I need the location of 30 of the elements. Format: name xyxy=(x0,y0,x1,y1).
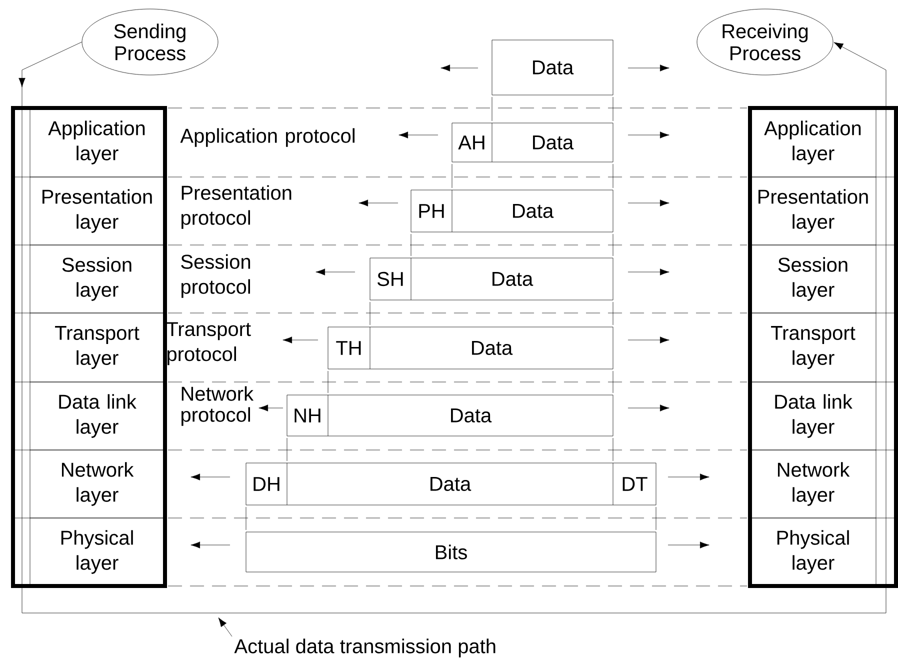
layer-cell: Session layer xyxy=(30,244,166,314)
leader-line xyxy=(218,618,232,637)
layer-cell: Transport layer xyxy=(750,312,876,382)
packet-box: TH Data xyxy=(328,326,614,370)
protocol-label: Application protocol xyxy=(180,128,354,147)
packet-box: AH Data xyxy=(452,122,614,162)
protocol-label: Session protocol xyxy=(181,254,250,298)
packet-box: DH Data DT xyxy=(246,462,656,506)
protocol-label: Transport protocol xyxy=(166,322,251,366)
layer-cell: Network layer xyxy=(30,450,166,518)
packet-box: PH Data xyxy=(410,190,614,232)
layer-cell: Presentation layer xyxy=(30,176,166,246)
protocol-label: Network protocol xyxy=(182,386,254,426)
path-caption: Actual data transmission path xyxy=(234,638,496,658)
layer-cell: Presentation layer xyxy=(750,176,876,246)
transmission-path xyxy=(18,42,886,614)
packet-box: Data xyxy=(492,40,614,96)
layer-cell: Network layer xyxy=(750,450,876,518)
layer-cell: Physical layer xyxy=(30,518,166,586)
layer-cell: Application layer xyxy=(750,108,876,178)
layer-cell: Transport layer xyxy=(30,312,166,382)
layer-cell: Data link layer xyxy=(30,382,166,450)
packet-box: SH Data xyxy=(370,258,614,300)
layer-cell: Data link layer xyxy=(750,382,876,450)
layer-cell: Application layer xyxy=(30,108,166,178)
packet-box: Bits xyxy=(246,532,656,572)
layer-cell: Session layer xyxy=(750,244,876,314)
packet-box: NH Data xyxy=(286,394,614,436)
layer-cell: Physical layer xyxy=(750,518,876,586)
protocol-label: Presentation protocol xyxy=(182,185,292,229)
